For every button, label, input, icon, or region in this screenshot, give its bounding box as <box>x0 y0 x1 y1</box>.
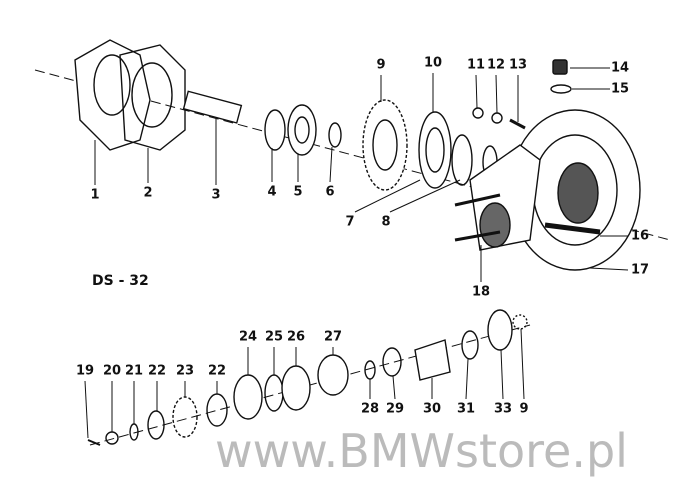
part-label[interactable]: 30 <box>422 401 442 417</box>
part-label[interactable]: 9 <box>376 57 386 73</box>
part-label[interactable]: 18 <box>471 284 491 300</box>
part-cover <box>74 39 151 151</box>
part-label[interactable]: 27 <box>323 329 343 345</box>
part-label[interactable]: 28 <box>360 401 380 417</box>
part-label[interactable]: 2 <box>143 185 153 201</box>
watermark: www.BMWstore.pl <box>215 424 628 478</box>
part-label[interactable]: 20 <box>102 363 122 379</box>
part-shaft <box>182 90 243 124</box>
part-label[interactable]: 3 <box>211 187 221 203</box>
part-label[interactable]: 29 <box>385 401 405 417</box>
part-label[interactable]: 15 <box>610 81 630 97</box>
part-label[interactable]: 33 <box>493 401 513 417</box>
part-label[interactable]: 1 <box>90 187 100 203</box>
part-gasket <box>119 44 186 151</box>
part-label[interactable]: 9 <box>519 401 529 417</box>
part-label[interactable]: 11 <box>466 57 486 73</box>
part-label[interactable]: 25 <box>264 329 284 345</box>
part-label[interactable]: 14 <box>610 60 630 76</box>
diagram-title: DS - 32 <box>92 273 149 289</box>
part-label[interactable]: 26 <box>286 329 306 345</box>
part-label[interactable]: 10 <box>423 55 443 71</box>
part-label[interactable]: 23 <box>175 363 195 379</box>
part-label[interactable]: 4 <box>267 184 277 200</box>
part-label[interactable]: 8 <box>381 214 391 230</box>
part-label[interactable]: 22 <box>207 363 227 379</box>
part-label[interactable]: 19 <box>75 363 95 379</box>
part-label[interactable]: 22 <box>147 363 167 379</box>
part-label[interactable]: 24 <box>238 329 258 345</box>
part-label[interactable]: 16 <box>630 228 650 244</box>
part-label[interactable]: 7 <box>345 214 355 230</box>
part-label[interactable]: 12 <box>486 57 506 73</box>
part-label[interactable]: 6 <box>325 184 335 200</box>
part-label[interactable]: 5 <box>293 184 303 200</box>
part-label[interactable]: 31 <box>456 401 476 417</box>
part-label[interactable]: 21 <box>124 363 144 379</box>
part-label[interactable]: 13 <box>508 57 528 73</box>
part-label[interactable]: 17 <box>630 262 650 278</box>
